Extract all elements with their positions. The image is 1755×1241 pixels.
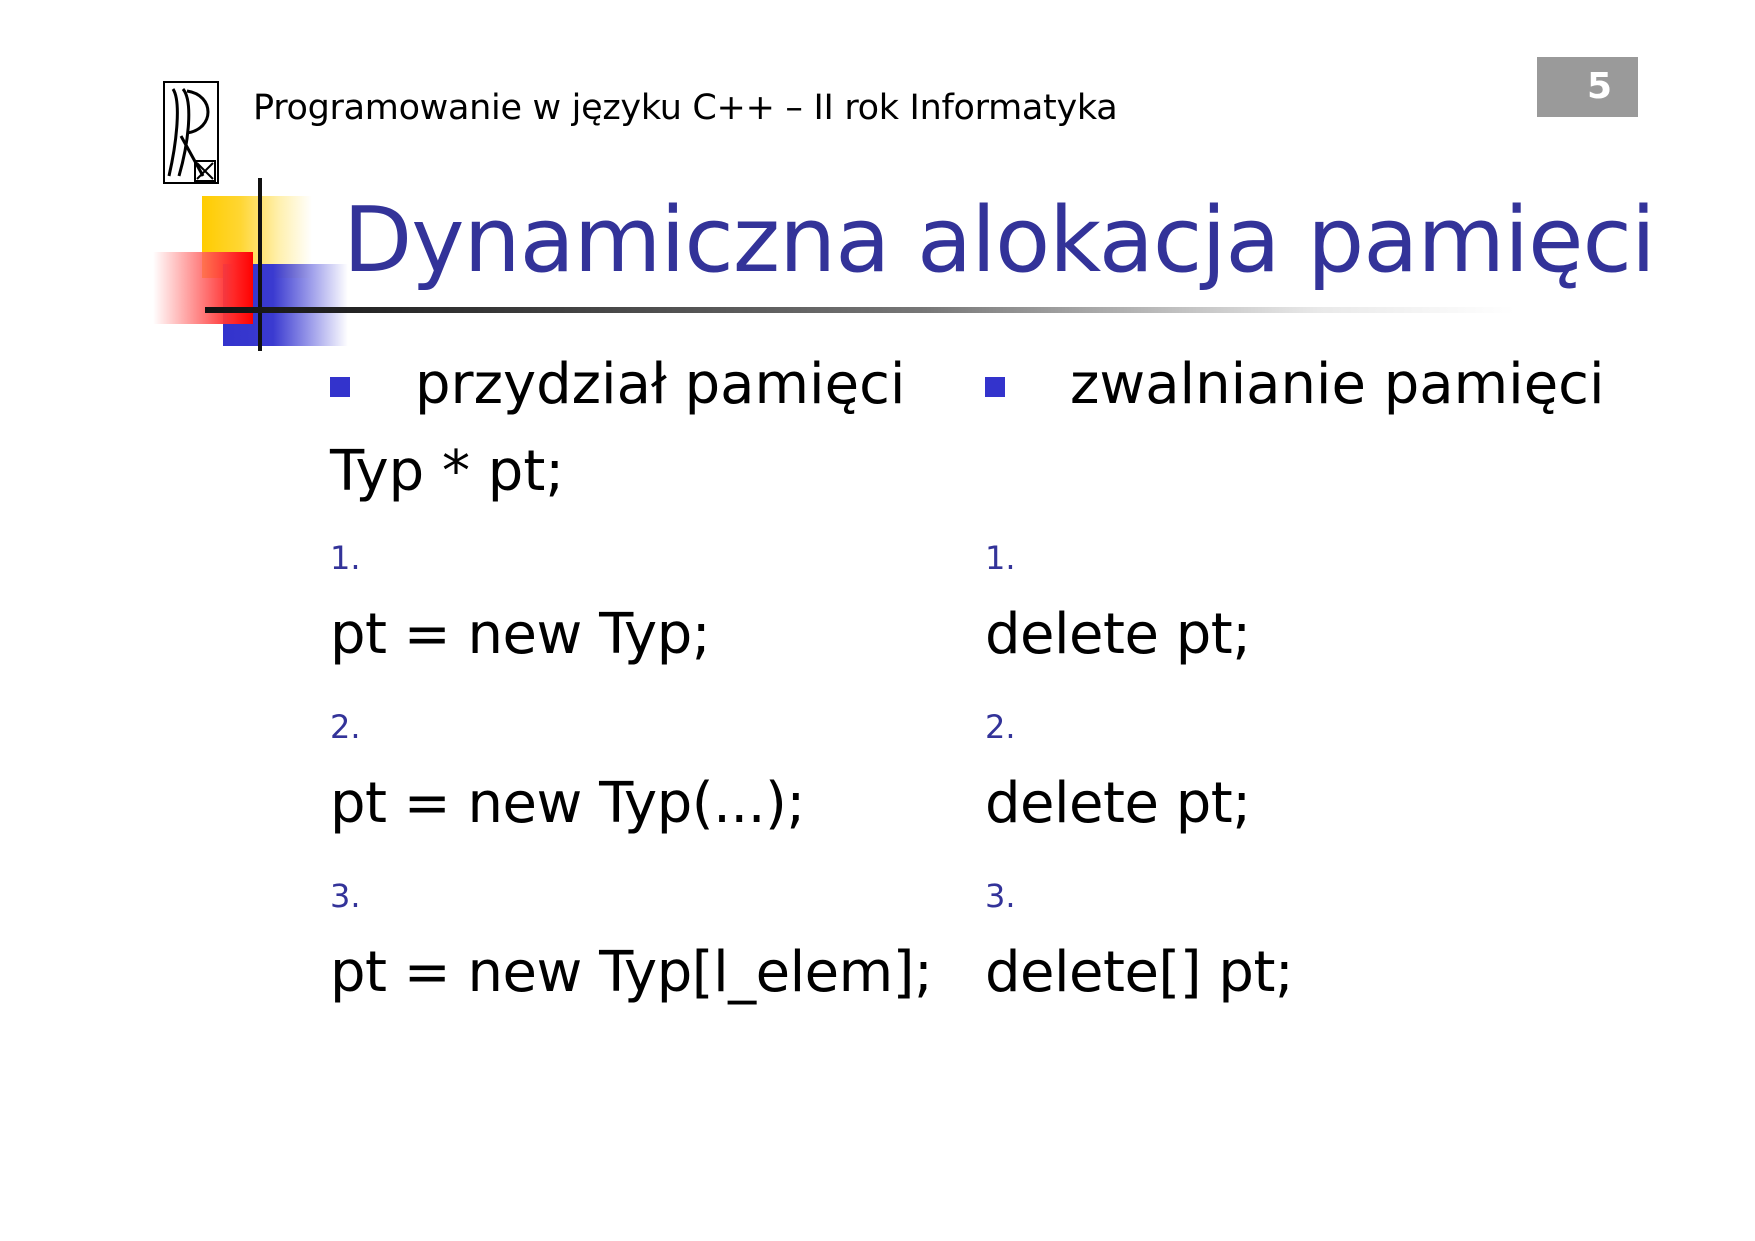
code-line: delete pt; — [985, 771, 1251, 836]
item-number: 2. — [330, 708, 361, 746]
code-line: delete[] pt; — [985, 940, 1294, 1005]
title-decoration-vertical-line — [258, 178, 262, 351]
code-line: pt = new Typ[l_elem]; — [330, 940, 933, 1005]
title-underline — [205, 307, 1515, 313]
slide-number-badge: 5 — [1537, 57, 1638, 117]
item-number: 1. — [985, 539, 1016, 577]
logo-icon — [163, 81, 219, 184]
bullet-square-icon — [985, 377, 1005, 397]
item-number: 1. — [330, 539, 361, 577]
item-number: 3. — [985, 877, 1016, 915]
code-line: pt = new Typ(...); — [330, 771, 805, 836]
code-line: delete pt; — [985, 602, 1251, 667]
title-decoration-red — [153, 252, 253, 324]
left-heading: przydział pamięci — [415, 352, 906, 417]
item-number: 3. — [330, 877, 361, 915]
right-heading: zwalnianie pamięci — [1070, 352, 1605, 417]
bullet-square-icon — [330, 377, 350, 397]
declaration: Typ * pt; — [330, 439, 565, 504]
code-line: pt = new Typ; — [330, 602, 711, 667]
course-title: Programowanie w języku C++ – II rok Info… — [253, 88, 1118, 128]
item-number: 2. — [985, 708, 1016, 746]
page-title: Dynamiczna alokacja pamięci — [343, 188, 1656, 293]
